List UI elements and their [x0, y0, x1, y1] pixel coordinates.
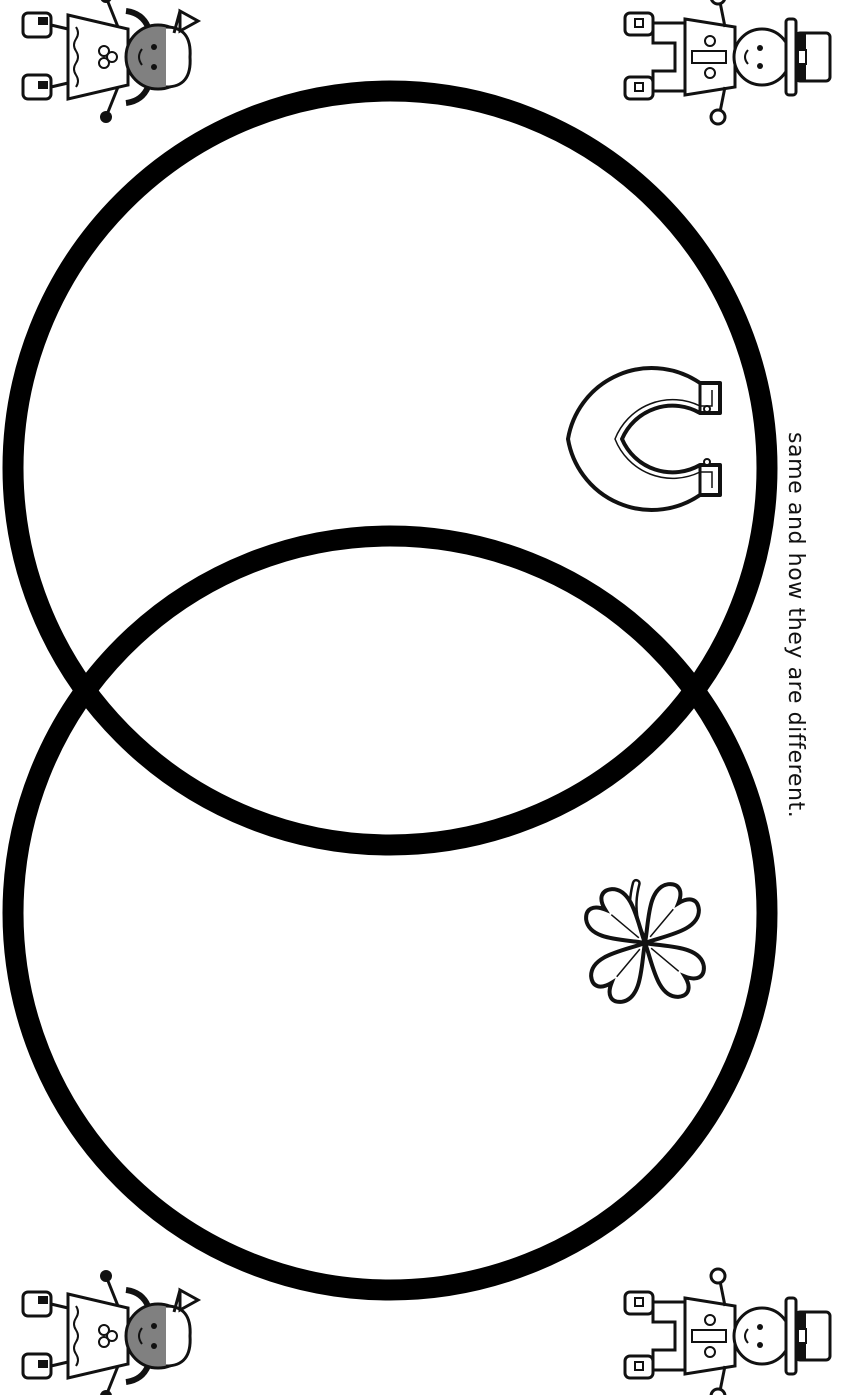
leprechaun-boy-icon	[625, 0, 830, 124]
horseshoe-icon	[568, 368, 720, 510]
instruction-text: same and how they are different.	[783, 432, 808, 818]
leprechaun-girl-icon	[23, 1270, 198, 1395]
shamrock-icon	[555, 853, 736, 1034]
leprechaun-girl-icon	[23, 0, 198, 123]
venn-diagram	[13, 91, 767, 1290]
leprechaun-boy-icon	[625, 1269, 830, 1395]
